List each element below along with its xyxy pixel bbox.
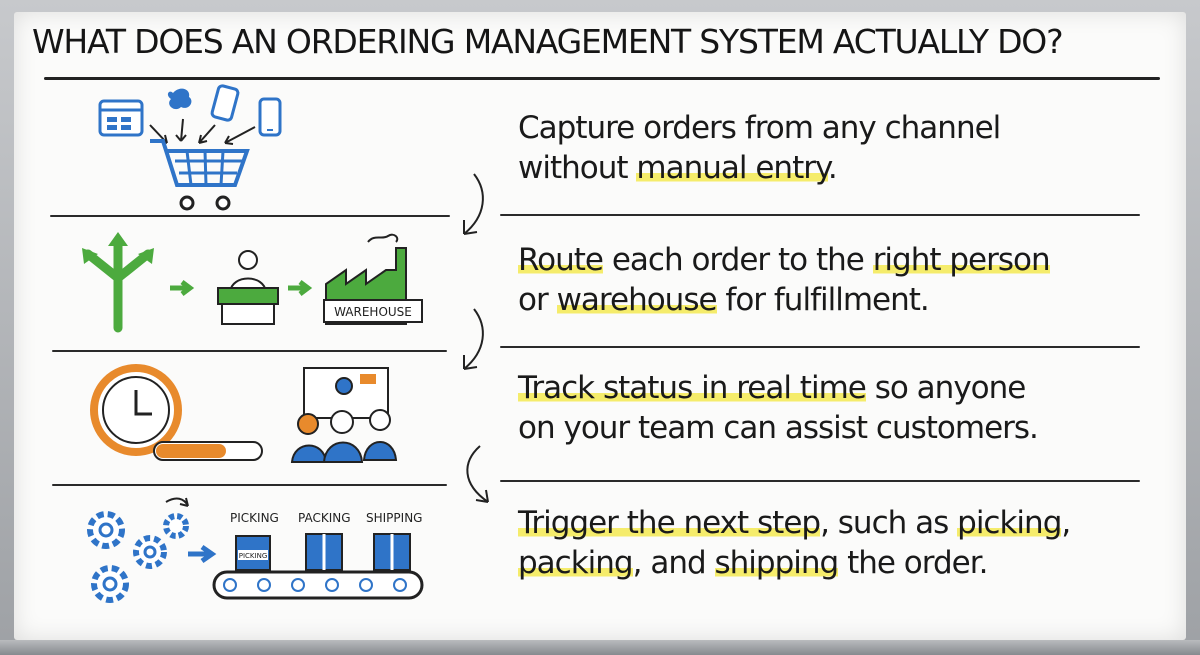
person-at-desk-icon <box>217 250 279 325</box>
step-4-text: Trigger the next step, such as picking,p… <box>518 503 1071 583</box>
highlighted-phrase: Track status in real time <box>518 370 867 406</box>
text-segment: the order. <box>838 545 988 581</box>
step-line: or warehouse for fulfillment. <box>518 280 1050 320</box>
fulfillment-illustration: PICKING PACKING SHIPPING PICKING <box>87 497 424 603</box>
split-arrow-icon <box>82 232 154 333</box>
highlighted-phrase: packing <box>518 545 634 581</box>
divider-left-3 <box>52 484 447 486</box>
box-icon <box>373 533 411 571</box>
text-segment: on your team can assist customers. <box>518 410 1039 446</box>
step-line: Capture orders from any channel <box>518 108 1001 148</box>
shipping-label: SHIPPING <box>366 511 422 525</box>
divider-right-1 <box>500 214 1140 216</box>
text-segment: each order to the <box>603 242 873 278</box>
text-segment: , <box>1061 505 1071 541</box>
browser-icon <box>98 99 144 137</box>
step-line: without manual entry. <box>518 148 1000 188</box>
bouquet-icon <box>167 88 192 110</box>
routing-illustration: WAREHOUSE <box>82 232 423 333</box>
step-line: Track status in real time so anyone <box>518 368 1038 408</box>
tablet-icon <box>258 97 282 137</box>
text-segment: , and <box>632 545 715 581</box>
box-icon <box>305 533 343 571</box>
smartphone-icon <box>210 84 240 122</box>
highlighted-phrase: shipping <box>714 545 839 581</box>
text-segment: Capture orders from any channel <box>518 110 1001 146</box>
divider-right-2 <box>500 346 1140 348</box>
team-presentation-icon <box>290 367 398 463</box>
curved-arrow-icon <box>463 173 484 235</box>
box-icon: PICKING <box>235 535 271 571</box>
title-underline <box>44 77 1160 80</box>
curved-arrow-icon <box>466 445 489 503</box>
conveyor-belt-icon <box>212 570 424 600</box>
tracking-illustration <box>90 364 398 463</box>
progress-bar-icon <box>153 441 263 461</box>
warehouse-label: WAREHOUSE <box>334 305 412 319</box>
text-segment: , such as <box>820 505 958 541</box>
marker-tray <box>0 640 1200 655</box>
step-line: Route each order to the right person <box>518 240 1051 280</box>
text-segment: so anyone <box>865 370 1027 406</box>
order-channels-illustration <box>98 84 282 211</box>
step-line: Trigger the next step, such as picking, <box>518 503 1071 543</box>
factory-icon: WAREHOUSE <box>323 233 423 325</box>
picking-label: PICKING <box>230 511 279 525</box>
step-line: on your team can assist customers. <box>518 408 1039 448</box>
curved-arrow-icon <box>463 308 484 370</box>
clock-icon <box>90 364 182 456</box>
divider-left-1 <box>50 215 450 217</box>
highlighted-phrase: manual entry <box>636 150 829 186</box>
text-segment: for fulfillment. <box>716 282 929 318</box>
text-segment: or <box>518 282 557 318</box>
text-segment: . <box>827 150 838 186</box>
shopping-cart-icon <box>150 139 250 211</box>
highlighted-phrase: warehouse <box>556 282 718 318</box>
highlighted-phrase: picking <box>957 505 1062 541</box>
highlighted-phrase: Route <box>518 242 604 278</box>
gears-icon <box>87 511 189 603</box>
highlighted-phrase: Trigger the next step <box>518 505 821 541</box>
divider-right-3 <box>500 480 1140 482</box>
divider-left-2 <box>52 350 447 352</box>
packing-label: PACKING <box>298 511 351 525</box>
text-segment: without <box>518 150 637 186</box>
highlighted-phrase: right person <box>872 242 1051 278</box>
box-picking-label: PICKING <box>239 552 268 560</box>
page-title: WHAT DOES AN ORDERING MANAGEMENT SYSTEM … <box>32 22 1064 61</box>
step-line: packing, and shipping the order. <box>518 543 1070 583</box>
